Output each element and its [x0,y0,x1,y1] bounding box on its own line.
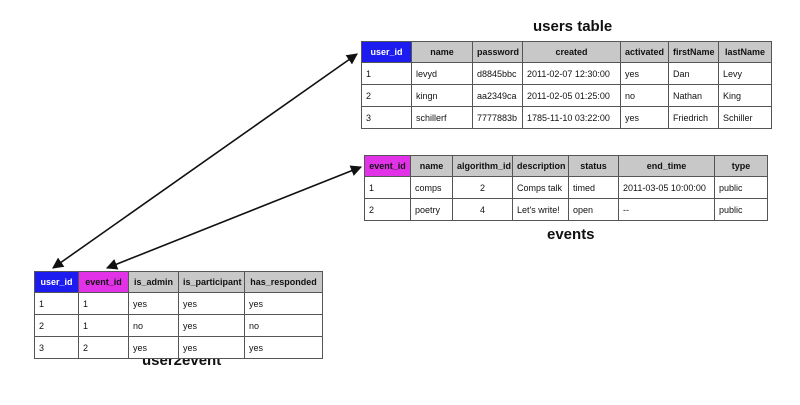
table-cell: public [714,176,768,199]
table-cell: Friedrich [668,106,719,129]
table-cell: 2 [78,336,129,359]
events-col-status: status [568,155,619,177]
table-cell: poetry [410,198,453,221]
user2event-col-is-admin: is_admin [128,271,179,293]
table-cell: 2 [361,84,412,107]
events-col-end-time: end_time [618,155,715,177]
table-row: 2 1 no yes no [34,314,323,337]
table-cell: 7777883b [472,106,523,129]
table-cell: 2011-02-07 12:30:00 [522,62,621,85]
users-table: user_id name password created activated … [361,41,772,129]
table-cell: yes [178,336,245,359]
events-col-algorithm-id: algorithm_id [452,155,513,177]
table-cell: open [568,198,619,221]
table-cell: Dan [668,62,719,85]
table-cell: 3 [34,336,79,359]
events-table: event_id name algorithm_id description s… [364,155,768,221]
table-cell: yes [620,106,669,129]
events-col-description: description [512,155,569,177]
table-cell: yes [620,62,669,85]
user-id-relationship-arrow [52,53,358,269]
users-col-firstname: firstName [668,41,719,63]
event-id-relationship-arrow [105,165,363,270]
table-cell: King [718,84,772,107]
table-row: 2 poetry 4 Let's write! open -- public [364,198,768,221]
table-cell: Schiller [718,106,772,129]
table-row: 1 levyd d8845bbc 2011-02-07 12:30:00 yes… [361,62,772,85]
users-col-created: created [522,41,621,63]
table-cell: 1 [361,62,412,85]
user2event-col-has-responded: has_responded [244,271,323,293]
user2event-table: user_id event_id is_admin is_participant… [34,271,323,359]
users-col-lastname: lastName [718,41,772,63]
table-row: 1 1 yes yes yes [34,292,323,315]
table-row: 3 schillerf 7777883b 1785-11-10 03:22:00… [361,106,772,129]
table-cell: 3 [361,106,412,129]
table-cell: yes [128,336,179,359]
table-row: 3 2 yes yes yes [34,336,323,359]
users-col-user-id: user_id [361,41,412,63]
users-col-activated: activated [620,41,669,63]
table-cell: d8845bbc [472,62,523,85]
user2event-col-event-id: event_id [78,271,129,293]
table-cell: 1785-11-10 03:22:00 [522,106,621,129]
table-cell: yes [244,336,323,359]
users-table-caption: users table [533,18,613,35]
table-cell: yes [178,292,245,315]
table-cell: 2011-02-05 01:25:00 [522,84,621,107]
events-table-caption: events [547,226,595,243]
table-row: 2 kingn aa2349ca 2011-02-05 01:25:00 no … [361,84,772,107]
table-cell: no [620,84,669,107]
table-cell: yes [178,314,245,337]
table-cell: kingn [411,84,473,107]
table-cell: Let's write! [512,198,569,221]
table-cell: Nathan [668,84,719,107]
table-cell: schillerf [411,106,473,129]
user2event-header-row: user_id event_id is_admin is_participant… [34,271,323,293]
table-cell: public [714,198,768,221]
table-cell: 2 [34,314,79,337]
table-cell: levyd [411,62,473,85]
user2event-col-user-id: user_id [34,271,79,293]
table-cell: 2011-03-05 10:00:00 [618,176,715,199]
table-cell: 2 [364,198,411,221]
